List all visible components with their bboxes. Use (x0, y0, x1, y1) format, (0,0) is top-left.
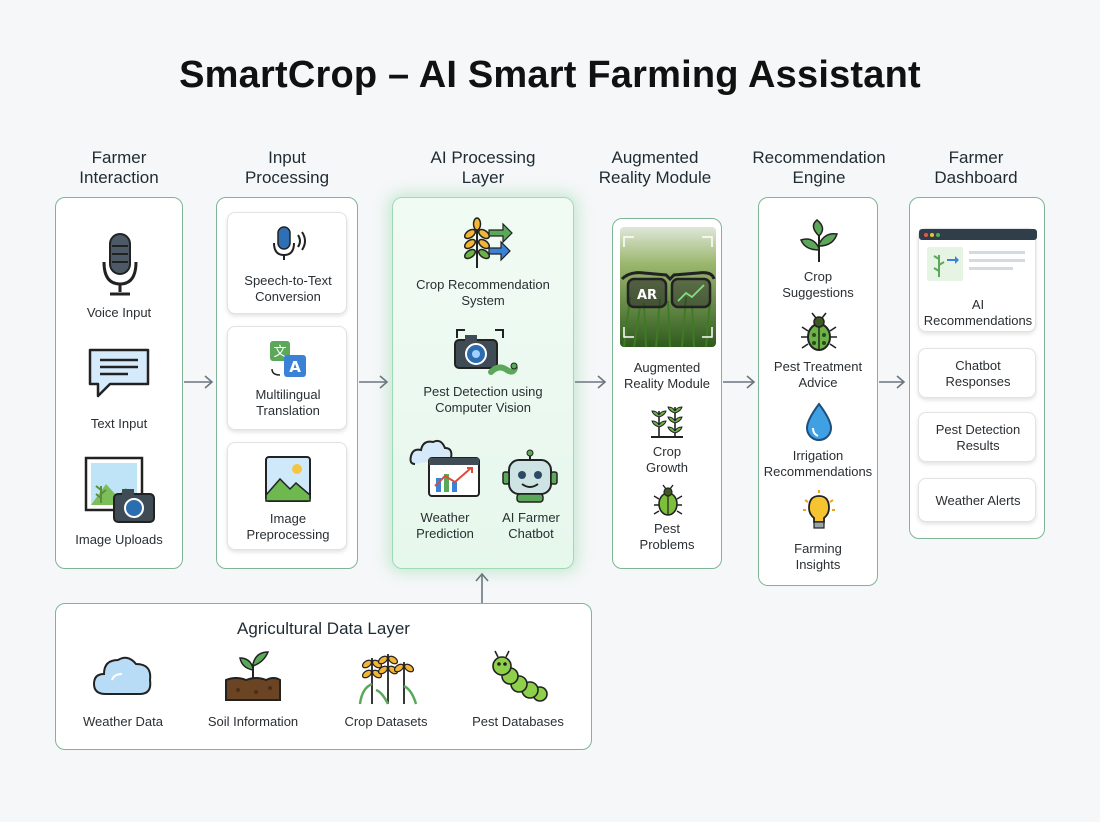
svg-text:A: A (289, 358, 301, 376)
arrow-up (475, 572, 489, 603)
weather-chart-icon (409, 439, 480, 497)
chatbot-responses-card: Chatbot Responses (918, 348, 1036, 398)
image-preprocessing-label: Image Preprocessing (246, 511, 330, 542)
input-processing-panel: Speech-to-Text Conversion 文 A Multilingu… (216, 197, 358, 569)
data-layer-title: Agricultural Data Layer (237, 619, 410, 638)
browser-window-icon (919, 229, 1037, 281)
speech-to-text-label: Speech-to-Text Conversion (244, 273, 332, 304)
chat-bubble-icon (88, 348, 150, 398)
speech-to-text-card: Speech-to-Text Conversion (227, 212, 347, 314)
weather-alerts-label: Weather Alerts (935, 493, 1021, 508)
arrow-1 (184, 375, 214, 389)
column-header-farmer-interaction: Farmer Interaction (79, 148, 159, 187)
crop-arrows-icon (463, 217, 513, 268)
pest-problems-label: Pest Problems (639, 521, 695, 552)
column-header-ai-processing: AI Processing Layer (430, 148, 536, 187)
leaves-icon (800, 219, 838, 262)
column-header-input-processing: Input Processing (244, 148, 330, 187)
ar-module-label: Augmented Reality Module (624, 360, 710, 391)
pest-databases-label: Pest Databases (472, 714, 564, 729)
column-header-dashboard: Farmer Dashboard (934, 148, 1018, 187)
translate-icon: 文 A (270, 341, 306, 377)
column-header-recommendation-engine: Recommendation Engine (752, 148, 886, 187)
arrow-5 (879, 375, 906, 389)
image-icon (265, 456, 311, 502)
robot-icon (502, 449, 558, 503)
crop-recommendation-label: Crop Recommendation System (416, 277, 550, 308)
translation-label: Multilingual Translation (255, 387, 321, 418)
soil-information-label: Soil Information (207, 714, 299, 729)
lightbulb-icon (803, 490, 835, 529)
ar-module-panel: AR Augmented Reality Module Crop Growth … (612, 218, 722, 569)
column-header-ar-module: Augmented Reality Module (598, 148, 712, 187)
weather-prediction-label: Weather Prediction (416, 510, 474, 541)
crop-growth-icon (651, 406, 683, 438)
arrow-2 (359, 375, 389, 389)
pest-detection-results-label: Pest Detection Results (935, 422, 1021, 453)
caterpillar-icon (492, 650, 548, 702)
ar-glasses-field-image: AR (620, 227, 716, 348)
mic-wave-icon (273, 226, 306, 260)
crop-suggestions-label: Crop Suggestions (782, 269, 854, 300)
dashboard-panel: AI Recommendations Chatbot Responses Pes… (909, 197, 1045, 539)
ai-recommendations-card: AI Recommendations (918, 228, 1037, 332)
camera-pest-icon (454, 329, 518, 375)
recommendation-engine-panel: Crop Suggestions Pest Treatment Advice I… (758, 197, 878, 586)
farmer-interaction-panel: Voice Input Text Input Image Uploads (55, 197, 183, 569)
chatbot-responses-label: Chatbot Responses (945, 358, 1011, 389)
translation-card: 文 A Multilingual Translation (227, 326, 347, 430)
pest-detection-label: Pest Detection using Computer Vision (423, 384, 543, 415)
weather-data-label: Weather Data (83, 714, 163, 729)
arrow-3 (575, 375, 607, 389)
microphone-icon (102, 233, 138, 296)
image-uploads-label: Image Uploads (75, 532, 163, 547)
ai-processing-panel: Crop Recommendation System Pest Detectio… (392, 197, 574, 569)
beetle-icon (801, 312, 837, 351)
pest-treatment-label: Pest Treatment Advice (773, 359, 863, 390)
ai-recommendations-label: AI Recommendations (923, 297, 1033, 328)
pest-detection-results-card: Pest Detection Results (918, 412, 1036, 462)
svg-text:文: 文 (273, 345, 286, 360)
pest-beetle-icon (653, 484, 683, 516)
page-title: SmartCrop – AI Smart Farming Assistant (179, 54, 921, 96)
image-camera-icon (84, 456, 155, 523)
soil-sprout-icon (225, 651, 281, 701)
water-drop-icon (805, 402, 833, 441)
text-input-label: Text Input (90, 416, 148, 431)
cloud-icon (92, 656, 152, 695)
crop-growth-label: Crop Growth (646, 444, 688, 475)
image-preprocessing-card: Image Preprocessing (227, 442, 347, 550)
crop-datasets-label: Crop Datasets (344, 714, 428, 729)
weather-alerts-card: Weather Alerts (918, 478, 1036, 522)
ar-text: AR (637, 288, 657, 303)
voice-input-label: Voice Input (86, 305, 152, 320)
arrow-4 (723, 375, 756, 389)
farming-insights-label: Farming Insights (794, 541, 842, 572)
wheat-icon (358, 654, 418, 705)
ai-chatbot-label: AI Farmer Chatbot (502, 510, 560, 541)
irrigation-label: Irrigation Recommendations (763, 448, 873, 479)
data-layer-panel: Agricultural Data Layer Weather Data Soi… (55, 603, 592, 750)
